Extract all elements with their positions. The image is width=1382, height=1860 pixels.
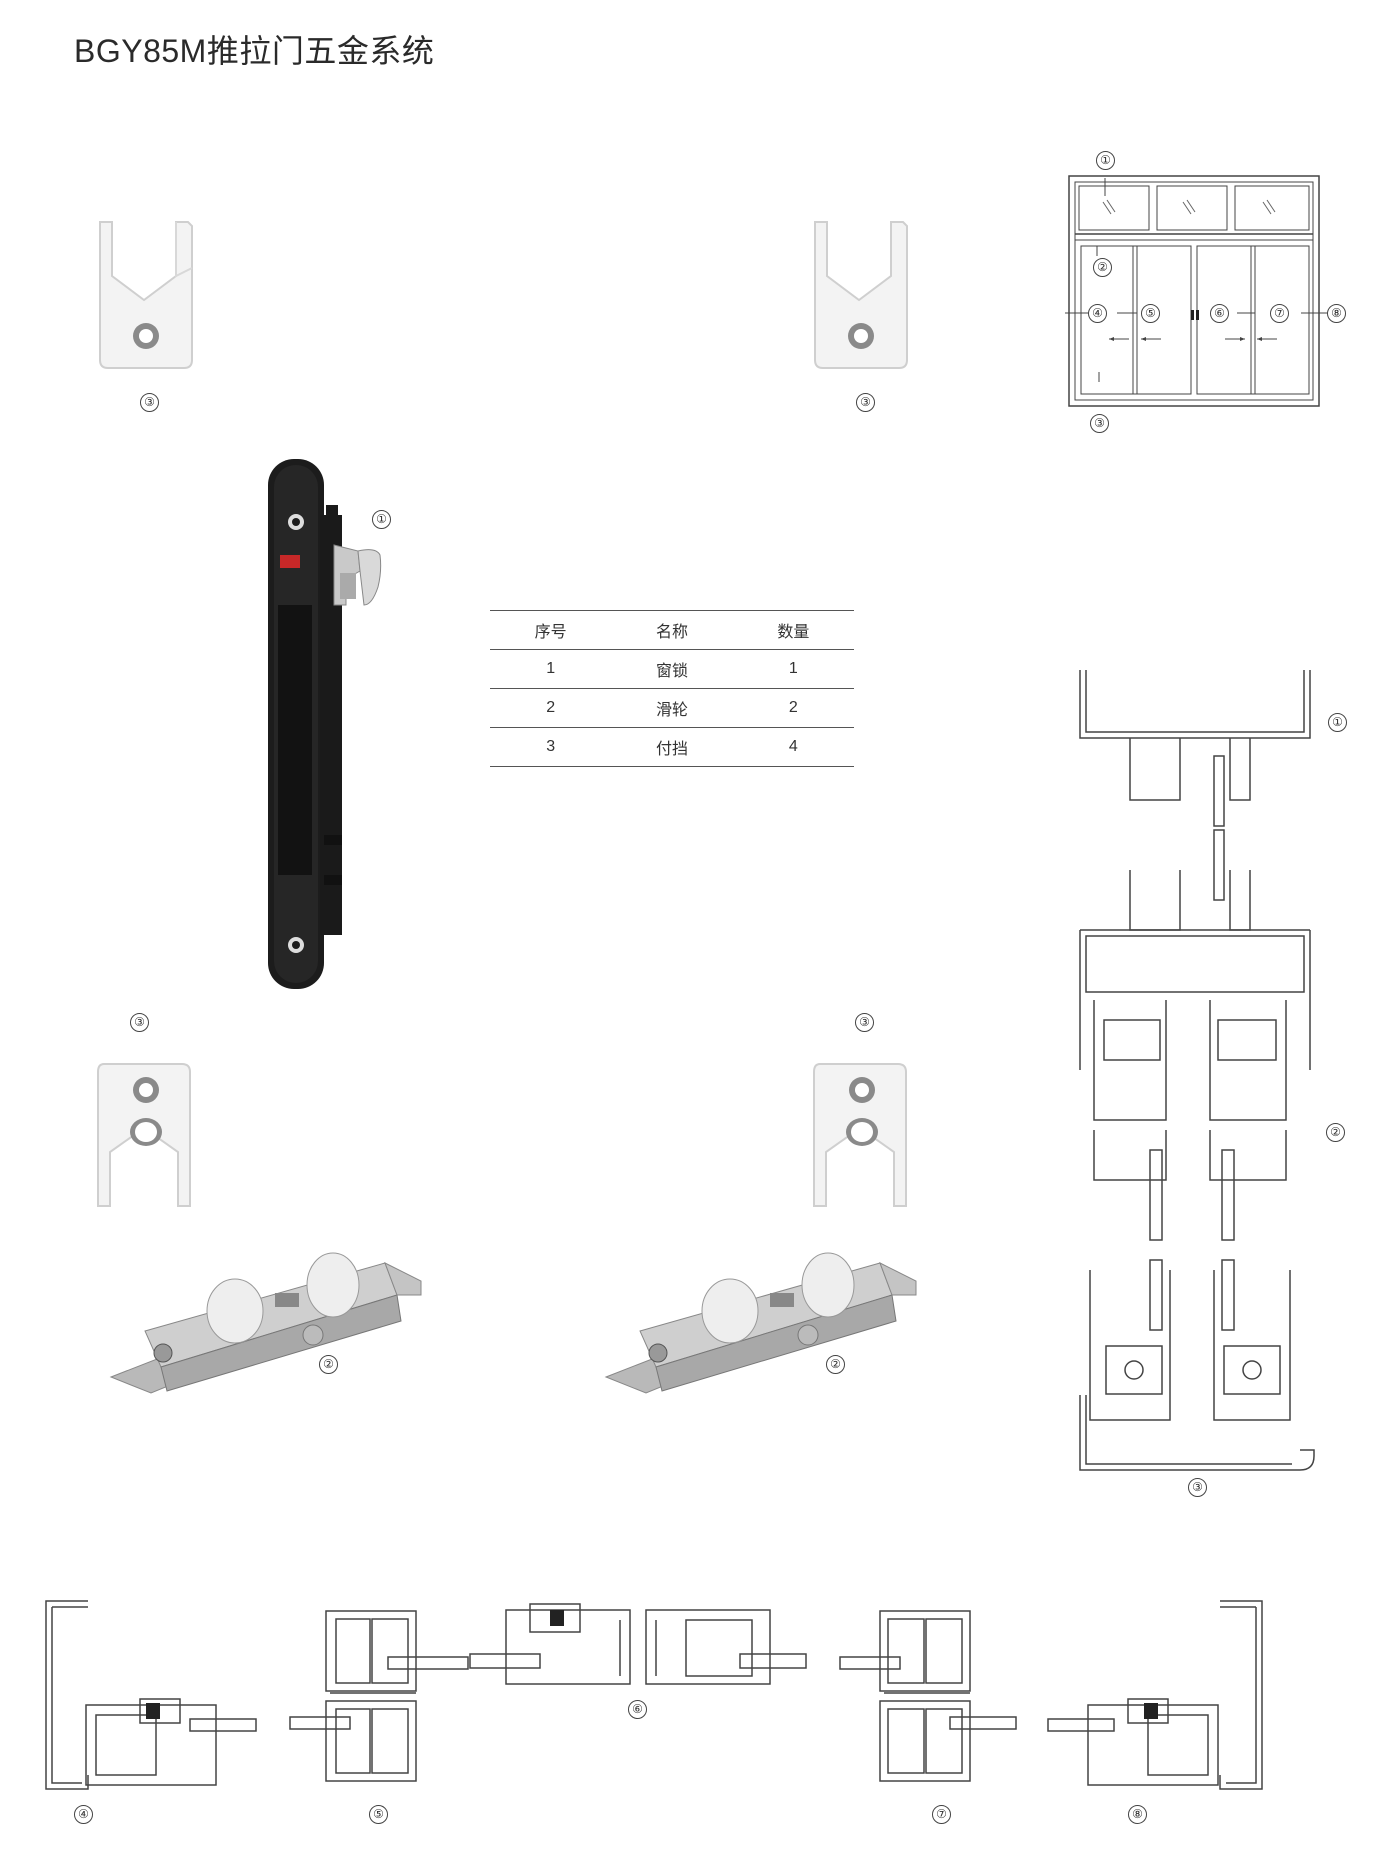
section-drawing-8 [1047, 1600, 1263, 1790]
callout-3: ③ [1188, 1478, 1207, 1497]
callout-4: ④ [74, 1805, 93, 1824]
table-row: 3 付挡 4 [490, 727, 854, 767]
section-drawing-7 [839, 1610, 1017, 1782]
page-title: BGY85M推拉门五金系统 [74, 33, 435, 69]
guide-block-top-left [99, 221, 193, 369]
guide-block-top-middle [814, 221, 908, 369]
table-cell: 2 [490, 688, 612, 728]
callout-8: ⑧ [1128, 1805, 1147, 1824]
roller-photo-left [109, 1252, 422, 1394]
callout-1: ① [372, 510, 391, 529]
guide-block-bottom-left [97, 1063, 191, 1207]
header-name: 名称 [611, 610, 733, 650]
callout-2: ② [319, 1355, 338, 1374]
guide-block-bottom-middle [813, 1063, 907, 1207]
table-cell: 2 [732, 688, 854, 728]
profile-section-drawing [1079, 670, 1315, 1471]
callout-2: ② [826, 1355, 845, 1374]
table-cell: 1 [490, 649, 612, 689]
callout-3: ③ [130, 1013, 149, 1032]
callout-5: ⑤ [369, 1805, 388, 1824]
window-lock-photo [268, 459, 382, 989]
section-drawing-5 [289, 1610, 469, 1782]
callout-2: ② [1093, 258, 1112, 277]
callout-1: ① [1328, 713, 1347, 732]
header-quantity: 数量 [732, 610, 854, 650]
table-header-row: 序号 名称 数量 [490, 610, 854, 650]
window-elevation-drawing [1065, 175, 1330, 407]
callout-4: ④ [1088, 304, 1107, 323]
callout-5: ⑤ [1141, 304, 1160, 323]
section-drawing-6 [469, 1603, 807, 1685]
callout-7: ⑦ [932, 1805, 951, 1824]
parts-table: 序号 名称 数量 1 窗锁 1 2 滑轮 2 3 付挡 4 [490, 610, 854, 767]
table-cell: 1 [732, 649, 854, 689]
callout-1: ① [1096, 151, 1115, 170]
table-cell: 付挡 [611, 727, 733, 767]
callout-3: ③ [856, 393, 875, 412]
callout-6: ⑥ [628, 1700, 647, 1719]
callout-6: ⑥ [1210, 304, 1229, 323]
table-cell: 4 [732, 727, 854, 767]
callout-8: ⑧ [1327, 304, 1346, 323]
table-row: 2 滑轮 2 [490, 688, 854, 728]
callout-3: ③ [1090, 414, 1109, 433]
table-cell: 窗锁 [611, 649, 733, 689]
callout-3: ③ [855, 1013, 874, 1032]
table-cell: 滑轮 [611, 688, 733, 728]
header-serial: 序号 [490, 610, 612, 650]
callout-2: ② [1326, 1123, 1345, 1142]
table-row: 1 窗锁 1 [490, 649, 854, 689]
callout-7: ⑦ [1270, 304, 1289, 323]
table-cell: 3 [490, 727, 612, 767]
section-drawing-4 [45, 1600, 257, 1790]
roller-photo-right [604, 1252, 917, 1394]
callout-3: ③ [140, 393, 159, 412]
